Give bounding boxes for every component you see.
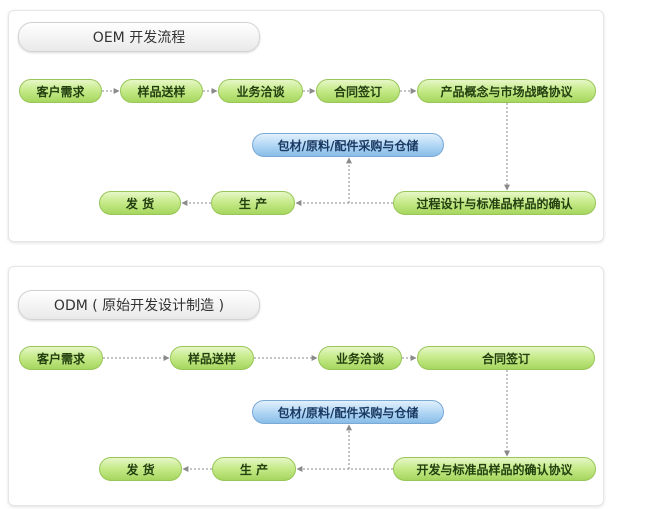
oem-node-sample-delivery: 样品送样 (120, 79, 203, 103)
oem-node-shipping: 发 货 (99, 191, 181, 215)
oem-node-procurement: 包材/原料/配件采购与仓储 (252, 133, 444, 157)
oem-node-contract-signing: 合同签订 (316, 79, 400, 103)
odm-node-business-negotiation: 业务洽谈 (318, 346, 402, 370)
odm-node-sample-delivery: 样品送样 (170, 346, 254, 370)
oem-node-business-negotiation: 业务洽谈 (218, 79, 303, 103)
oem-node-process-design: 过程设计与标准品样品的确认 (393, 191, 596, 215)
odm-node-production: 生 产 (212, 457, 296, 481)
oem-node-production: 生 产 (211, 191, 295, 215)
oem-title: OEM 开发流程 (18, 22, 260, 52)
odm-node-shipping: 发 货 (99, 457, 182, 481)
odm-node-contract-signing: 合同签订 (417, 346, 595, 370)
oem-node-customer-demand: 客户需求 (19, 79, 102, 103)
odm-node-procurement: 包材/原料/配件采购与仓储 (252, 400, 444, 424)
oem-node-concept-agreement: 产品概念与市场战略协议 (417, 79, 596, 103)
odm-node-development-agreement: 开发与标准品样品的确认协议 (393, 457, 596, 481)
odm-node-customer-demand: 客户需求 (19, 346, 103, 370)
odm-title: ODM ( 原始开发设计制造 ) (18, 290, 260, 320)
